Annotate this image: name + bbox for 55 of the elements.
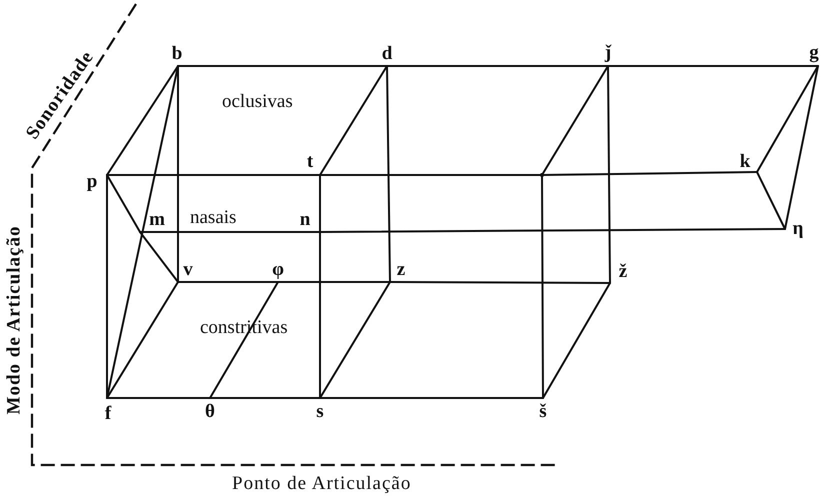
edge-line bbox=[319, 397, 544, 399]
phoneme-letter: k bbox=[737, 150, 753, 172]
edge-line bbox=[319, 65, 388, 176]
edge-line bbox=[756, 171, 786, 230]
edge-line bbox=[386, 65, 391, 283]
edge-line bbox=[607, 65, 611, 284]
edge-line bbox=[784, 65, 819, 230]
edge-line bbox=[319, 231, 321, 399]
phoneme-letter: t bbox=[302, 150, 318, 172]
edge-line bbox=[106, 397, 211, 399]
phoneme-letter: š bbox=[535, 400, 551, 422]
phoneme-letter: d bbox=[379, 42, 395, 64]
edge-line bbox=[177, 65, 179, 283]
edge-line bbox=[607, 65, 819, 67]
edge-line bbox=[209, 397, 321, 399]
edge-line bbox=[319, 228, 786, 233]
edge-line bbox=[106, 65, 179, 176]
phoneme-letter: φ bbox=[270, 258, 286, 280]
phoneme-letter: v bbox=[180, 258, 196, 280]
vertex-point bbox=[540, 173, 544, 177]
edge-line bbox=[319, 281, 391, 399]
phoneme-letter: n bbox=[297, 208, 313, 230]
axis-label: Ponto de Articulação bbox=[232, 474, 412, 493]
phoneme-letter: ž bbox=[615, 258, 631, 284]
axis-label: Modo de Articulação bbox=[4, 226, 24, 414]
edge-line bbox=[139, 231, 321, 233]
edge-line bbox=[541, 65, 609, 176]
phoneme-letter: f bbox=[100, 402, 116, 424]
edge-line bbox=[106, 174, 108, 399]
edge-line bbox=[319, 174, 321, 233]
edge-line bbox=[106, 174, 141, 233]
edge-line bbox=[277, 281, 391, 283]
edge-line bbox=[177, 281, 279, 283]
edge-line bbox=[177, 65, 388, 67]
phoneme-letter: θ bbox=[202, 400, 218, 422]
region-label: oclusivas bbox=[222, 92, 293, 111]
edge-line bbox=[541, 174, 544, 399]
edge-line bbox=[541, 171, 758, 176]
edge-line bbox=[106, 174, 321, 176]
phoneme-letter: η bbox=[790, 216, 806, 240]
edge-line bbox=[319, 174, 543, 176]
edge-line bbox=[106, 281, 179, 399]
phoneme-letter: s bbox=[312, 400, 328, 422]
phoneme-letter: b bbox=[169, 42, 185, 64]
edge-line bbox=[139, 231, 179, 283]
edge-line bbox=[542, 282, 611, 399]
phoneme-letter: ǰ bbox=[600, 40, 616, 64]
edge-line bbox=[386, 65, 609, 67]
edge-line bbox=[756, 65, 819, 173]
phoneme-letter: z bbox=[393, 258, 409, 280]
phoneme-letter: m bbox=[148, 208, 166, 230]
phoneme-letter: p bbox=[84, 170, 100, 192]
region-label: nasais bbox=[190, 208, 236, 227]
phoneme-letter: g bbox=[806, 40, 822, 64]
edge-line bbox=[389, 281, 611, 284]
